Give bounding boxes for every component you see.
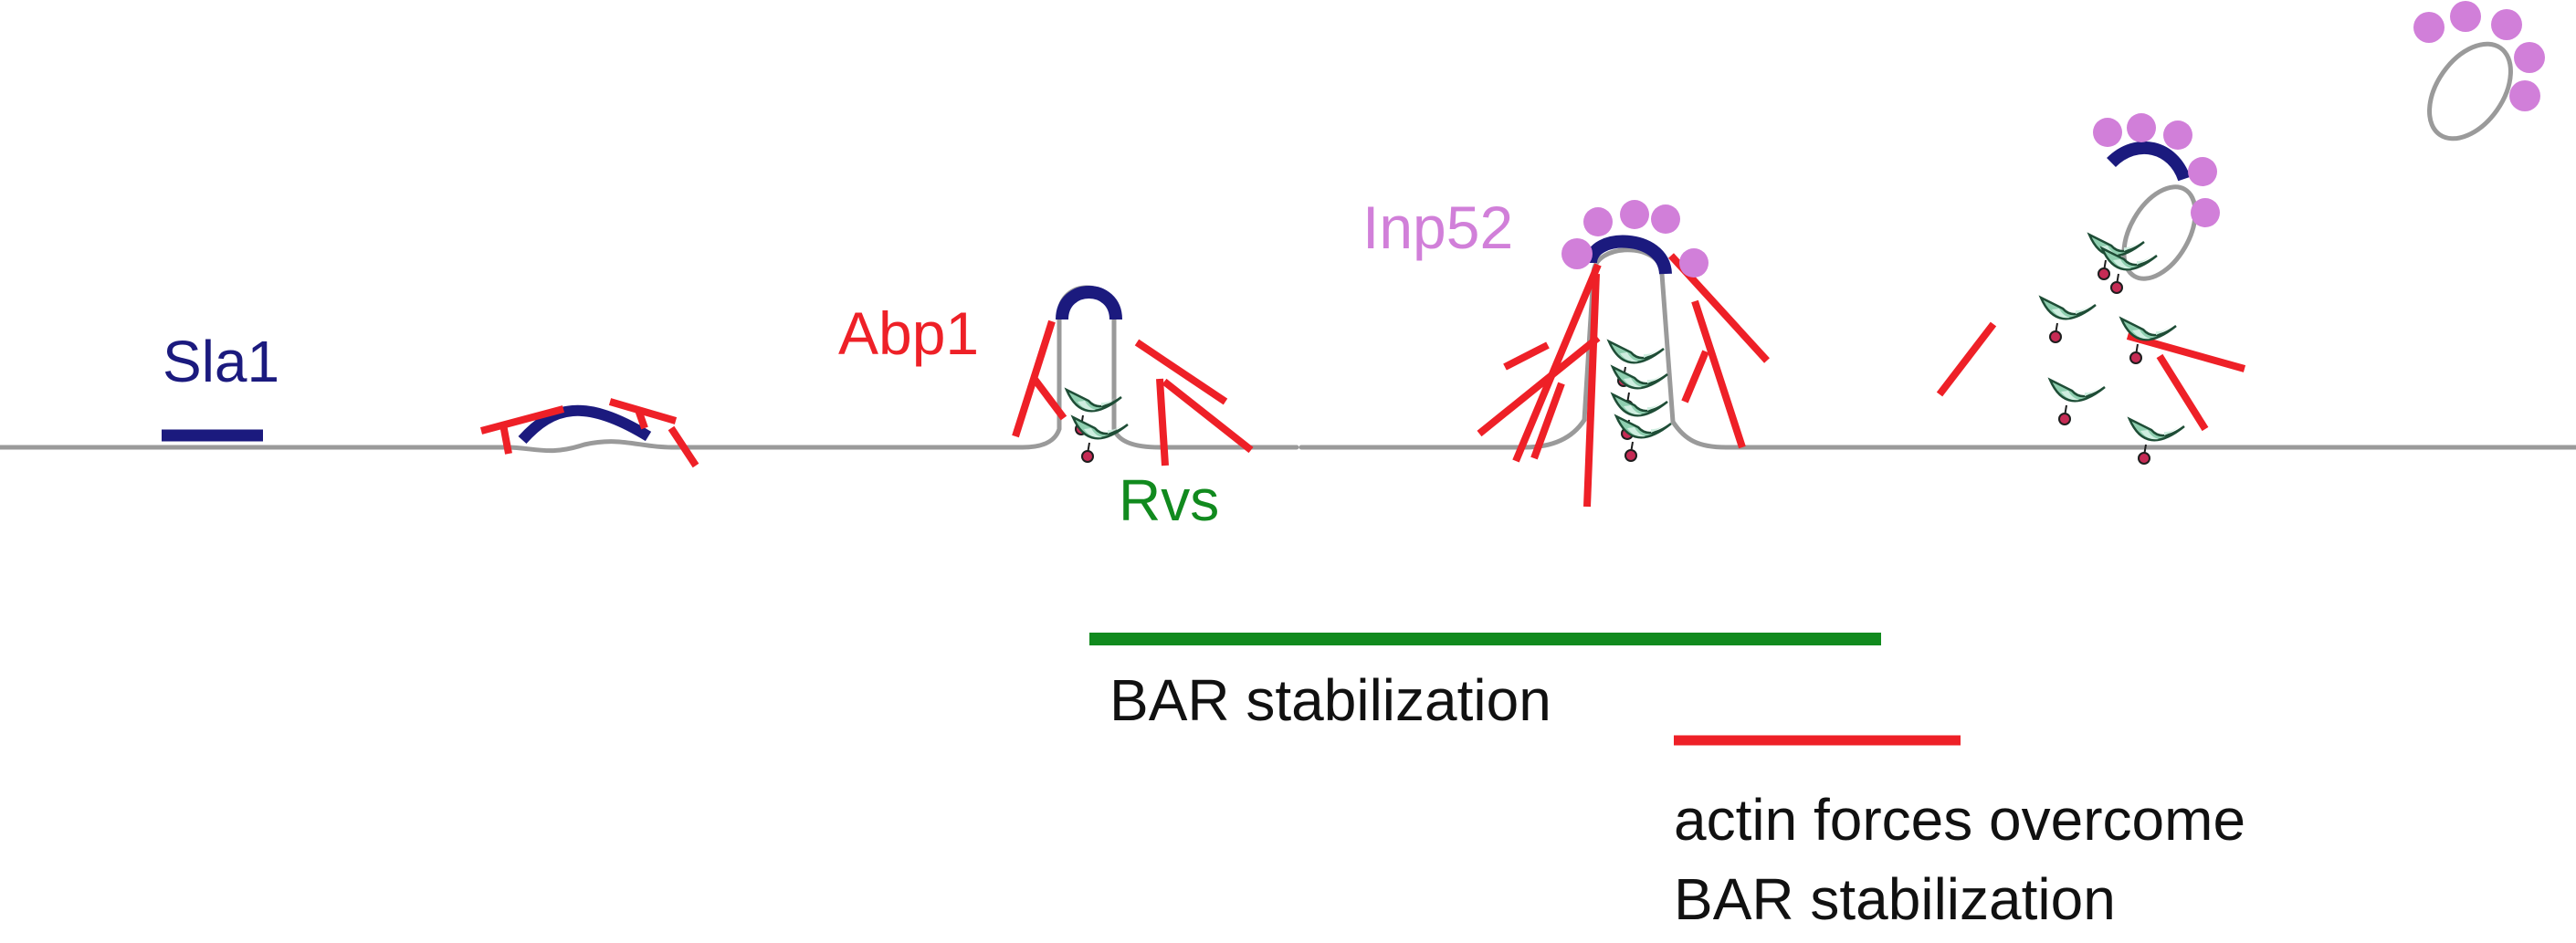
inp52-label: Inp52 [1362,194,1513,261]
inp52-dots [1561,1,2545,278]
actin-overcome-text-line2: BAR stabilization [1674,866,2116,932]
rvs-label: Rvs [1119,467,1219,533]
sla1-coat [162,141,2191,445]
rvs-bar-domains [1065,233,2186,466]
actin-overcome-text-line1: actin forces overcome [1674,787,2245,853]
actin-filaments [479,253,2246,508]
bar-stabilization-text: BAR stabilization [1109,667,1551,733]
abp1-label: Abp1 [838,299,979,367]
plasma-membrane [0,41,2576,454]
sla1-label: Sla1 [163,329,279,394]
